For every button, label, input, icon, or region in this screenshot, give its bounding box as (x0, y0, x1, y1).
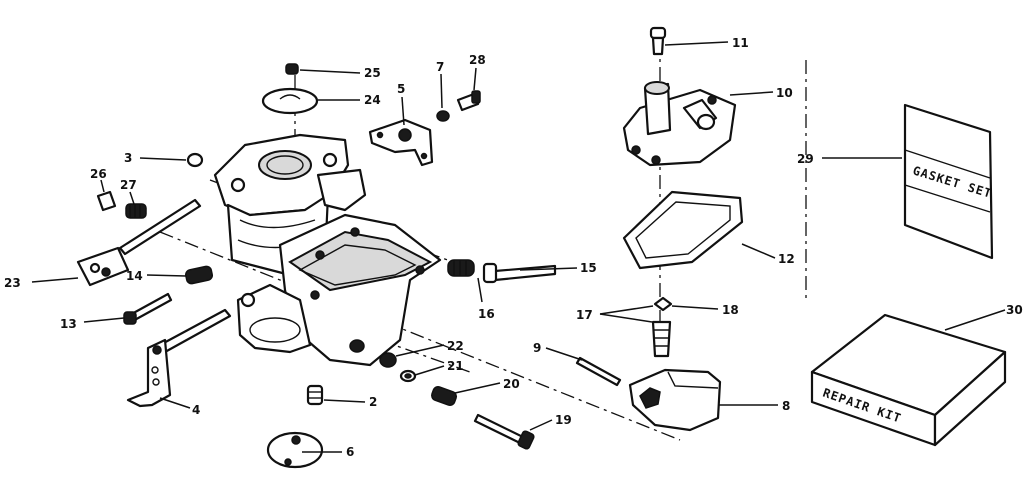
part-28-screw (456, 90, 481, 112)
callout-18: 18 (722, 303, 739, 317)
part-15-screw (482, 262, 557, 284)
callout-22: 22 (447, 339, 464, 353)
part-22-nut (379, 352, 397, 368)
callout-3: 3 (124, 151, 132, 165)
part-11-screw (649, 26, 667, 56)
callout-labels: 25 24 5 7 28 3 26 27 23 14 13 4 2 6 16 1… (4, 36, 1023, 459)
part-4-throttle-shaft (126, 308, 232, 408)
callout-24: 24 (364, 93, 381, 107)
part-21-washer (399, 369, 417, 383)
callout-16: 16 (478, 307, 495, 321)
part-9-pin (575, 356, 622, 387)
callout-23: 23 (4, 276, 21, 290)
part-23-choke-shaft (76, 198, 202, 287)
callout-17: 17 (576, 308, 593, 322)
callout-14: 14 (126, 269, 143, 283)
part-18-washer (653, 296, 673, 312)
callout-28: 28 (469, 53, 486, 67)
callout-15: 15 (580, 261, 597, 275)
callout-19: 19 (555, 413, 572, 427)
part-12-gasket (622, 190, 744, 270)
part-17-seat (651, 320, 672, 358)
part-6-plate (266, 431, 324, 469)
callout-8: 8 (782, 399, 790, 413)
part-2-screw (306, 384, 324, 406)
part-27-spring (125, 203, 147, 219)
callout-11: 11 (732, 36, 749, 50)
callout-30: 30 (1006, 303, 1023, 317)
part-29-gasket-set: GASKET SET (903, 103, 994, 260)
part-24-cover-plate (261, 87, 319, 115)
callout-13: 13 (60, 317, 77, 331)
part-19-needle-screw (473, 413, 535, 450)
part-3-plug (186, 152, 204, 168)
part-26-sleeve (96, 190, 117, 212)
part-30-repair-kit: REPAIR KIT (810, 313, 1007, 447)
callout-7: 7 (436, 60, 444, 74)
part-8-float (628, 368, 722, 432)
callout-5: 5 (397, 82, 405, 96)
part-13-idle-screw (123, 292, 173, 325)
callout-26: 26 (90, 167, 107, 181)
callout-9: 9 (533, 341, 541, 355)
callout-10: 10 (776, 86, 793, 100)
part-25-screw (285, 63, 299, 75)
part-5-bracket (368, 118, 434, 167)
callout-4: 4 (192, 403, 200, 417)
callout-21: 21 (447, 359, 464, 373)
callout-25: 25 (364, 66, 381, 80)
callout-6: 6 (346, 445, 354, 459)
callout-20: 20 (503, 377, 520, 391)
part-carburetor-body (213, 133, 442, 367)
part-7-nut (436, 110, 450, 122)
leader-lines (31, 41, 1006, 453)
part-10-cover (622, 81, 737, 167)
callout-29: 29 (797, 152, 814, 166)
callout-2: 2 (369, 395, 377, 409)
part-16-spring (447, 259, 475, 277)
part-20-spring (430, 385, 458, 407)
callout-12: 12 (778, 252, 795, 266)
callout-27: 27 (120, 178, 137, 192)
part-14-spring (185, 265, 213, 285)
